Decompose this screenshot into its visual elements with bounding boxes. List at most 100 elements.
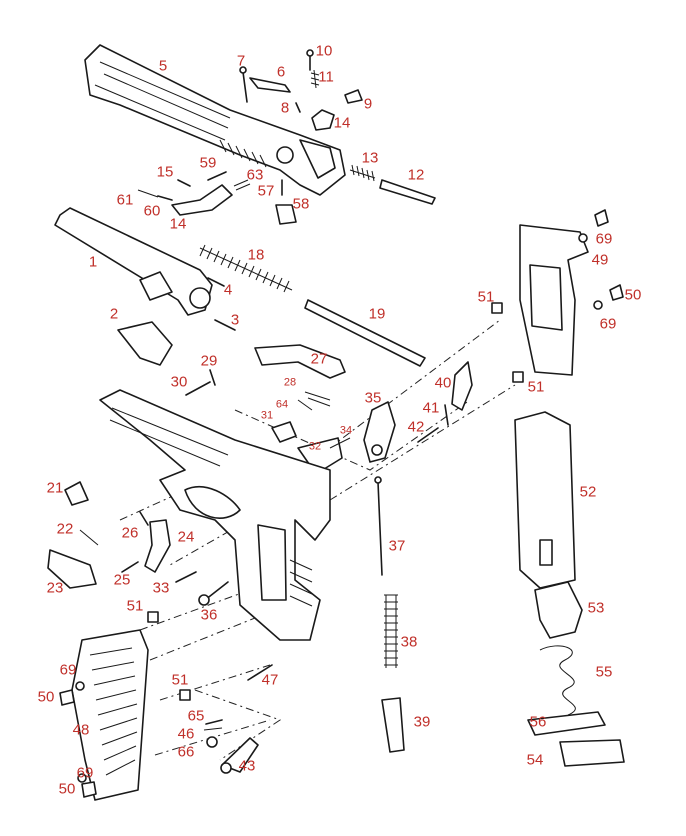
part-2-locking-block (117, 321, 173, 366)
part-23-safety (47, 549, 97, 589)
label-41: 41 (422, 399, 440, 417)
part-39-cap (381, 697, 405, 753)
label-22: 22 (56, 520, 74, 538)
part-25-pin (121, 561, 139, 573)
label-50-b: 50 (37, 688, 55, 706)
part-7-pin (239, 66, 248, 103)
label-26: 26 (121, 524, 139, 542)
label-51-d: 51 (171, 671, 189, 689)
label-18: 18 (247, 246, 265, 264)
label-54: 54 (526, 751, 544, 769)
part-6-extractor (249, 77, 291, 93)
part-55-magazine-spring (539, 645, 576, 716)
part-50-screw-b (609, 284, 624, 301)
part-54-floorplate (559, 739, 625, 767)
label-50-a: 50 (624, 286, 642, 304)
part-12-plunger (379, 179, 436, 205)
label-4: 4 (223, 281, 233, 299)
label-25: 25 (113, 571, 131, 589)
part-24-trigger (144, 519, 171, 573)
part-42-pin (417, 427, 439, 443)
label-5: 5 (158, 57, 168, 75)
label-39: 39 (413, 713, 431, 731)
part-35-hammer (363, 401, 396, 463)
label-66: 66 (177, 743, 195, 761)
label-69-c: 69 (59, 661, 77, 679)
label-30: 30 (170, 373, 188, 391)
label-63: 63 (246, 166, 264, 184)
label-9: 9 (363, 95, 373, 113)
part-14-top (311, 109, 335, 131)
part-56-insert (527, 711, 606, 736)
part-47-pin (247, 664, 273, 681)
label-51-a: 51 (477, 288, 495, 306)
part-52-magazine (514, 411, 576, 589)
part-51-bush-c (147, 611, 159, 623)
label-47: 47 (261, 671, 279, 689)
label-57: 57 (257, 182, 275, 200)
label-6: 6 (276, 63, 286, 81)
part-65-pin (205, 719, 223, 725)
label-50-c: 50 (58, 780, 76, 798)
label-12: 12 (407, 166, 425, 184)
label-64: 64 (275, 398, 289, 411)
label-7: 7 (236, 52, 246, 70)
part-frame (99, 389, 331, 641)
label-15: 15 (156, 163, 174, 181)
label-21: 21 (46, 479, 64, 497)
label-60: 60 (143, 202, 161, 220)
part-51-screw-bush-a (491, 302, 503, 314)
label-69-a: 69 (595, 230, 613, 248)
label-34: 34 (339, 424, 353, 437)
part-49-grip-right (519, 224, 589, 376)
part-27-trigger-bar (254, 344, 346, 379)
label-69-d: 69 (76, 764, 94, 782)
label-38: 38 (400, 633, 418, 651)
part-53-follower (534, 581, 583, 639)
label-29: 29 (200, 352, 218, 370)
label-2: 2 (109, 305, 119, 323)
label-3: 3 (230, 311, 240, 329)
part-37-hammer-strut (374, 476, 383, 576)
part-10-pin (306, 49, 314, 71)
label-40: 40 (434, 374, 452, 392)
part-31-sear (271, 421, 297, 443)
label-33: 33 (152, 579, 170, 597)
part-15-pin (177, 179, 191, 187)
part-50-screw-d (81, 781, 97, 798)
part-8-pin (295, 102, 301, 113)
part-69-washer-a (578, 233, 588, 243)
part-61-spring (137, 189, 159, 198)
label-32: 32 (308, 440, 322, 453)
label-61: 61 (116, 191, 134, 209)
label-65: 65 (187, 707, 205, 725)
label-51-b: 51 (527, 378, 545, 396)
part-51-bush-d (179, 689, 191, 701)
part-34-spring (329, 437, 351, 449)
label-31: 31 (260, 409, 274, 422)
part-13-spring (349, 164, 376, 182)
part-36-screw (198, 581, 229, 606)
label-48: 48 (72, 721, 90, 739)
label-14-bottom: 14 (169, 215, 187, 233)
part-69-washer-d (77, 773, 87, 783)
part-60-pin (157, 195, 173, 201)
label-42: 42 (407, 418, 425, 436)
label-36: 36 (200, 606, 218, 624)
label-69-b: 69 (599, 315, 617, 333)
part-1-barrel (54, 207, 213, 316)
label-13: 13 (361, 149, 379, 167)
part-66-pin (206, 736, 218, 748)
part-59-pin (207, 171, 227, 181)
label-28: 28 (283, 376, 297, 389)
part-28-spring (304, 391, 331, 407)
part-21-trigger-guard-stop (64, 481, 89, 506)
label-55: 55 (595, 663, 613, 681)
part-19-guide-rod (304, 299, 426, 367)
part-14-firing (171, 184, 233, 216)
part-43-slide-catch (220, 737, 259, 774)
label-52: 52 (579, 483, 597, 501)
label-56: 56 (529, 713, 547, 731)
part-26-pin (139, 511, 149, 526)
